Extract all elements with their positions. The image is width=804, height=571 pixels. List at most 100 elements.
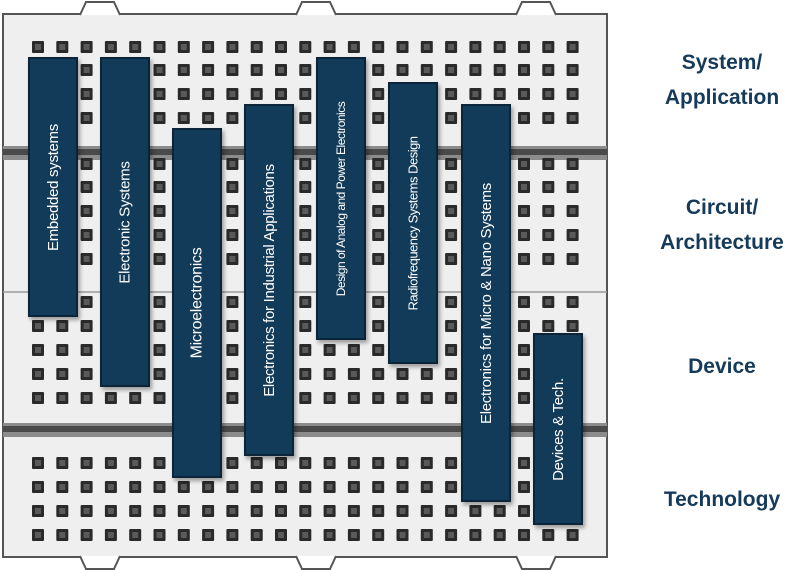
board-hole-center (375, 371, 382, 377)
board-hole-center (229, 371, 236, 377)
module-micro-nano: Electronics for Micro & Nano Systems (461, 104, 511, 502)
board-hole-center (205, 508, 212, 514)
board-hole-center (569, 232, 576, 238)
board-hole-center (399, 532, 406, 538)
board-hole-center (156, 508, 163, 514)
board-hole-center (35, 44, 41, 50)
board-hole-center (399, 460, 406, 466)
board-hole-center (423, 484, 430, 490)
board-hole-center (83, 508, 90, 514)
board-hole-center (156, 161, 163, 167)
board-hole-center (180, 532, 187, 538)
board-hole-center (83, 91, 90, 97)
board-hole-center (253, 460, 260, 466)
board-hole-center (229, 91, 236, 97)
board-hole-center (375, 484, 382, 490)
level-device: Device (640, 349, 804, 384)
board-hole-center (496, 91, 503, 97)
board-hole-center (326, 484, 333, 490)
board-hole-center (278, 91, 284, 97)
board-hole-center (156, 67, 163, 73)
module-label: Devices & Tech. (549, 377, 567, 481)
board-hole-center (278, 460, 284, 466)
module-label: Electronic Systems (116, 160, 134, 284)
board-hole-center (399, 484, 406, 490)
module-devices-tech: Devices & Tech. (533, 333, 583, 525)
board-hole-center (278, 508, 284, 514)
board-hole-center (399, 395, 406, 401)
board-hole-center (521, 44, 527, 50)
board-hole-center (35, 347, 41, 353)
board-hole-center (423, 508, 430, 514)
board-hole-center (35, 371, 41, 377)
board-hole-center (229, 395, 236, 401)
board-hole-center (375, 91, 382, 97)
board-hole-center (423, 532, 430, 538)
board-hole-center (569, 299, 576, 305)
board-hole-center (132, 508, 139, 514)
board-hole-center (205, 484, 212, 490)
board-hole-center (107, 395, 114, 401)
board-hole-center (496, 67, 503, 73)
board-hole-center (302, 395, 309, 401)
board-hole-center (399, 67, 406, 73)
board-hole-center (448, 67, 455, 73)
board-hole-center (302, 208, 309, 214)
board-hole-center (350, 532, 357, 538)
board-hole-center (521, 323, 527, 329)
board-hole-center (448, 371, 455, 377)
board-hole-center (302, 371, 309, 377)
board-notch-bottom (79, 555, 121, 570)
board-hole-center (59, 371, 66, 377)
board-hole-center (448, 208, 455, 214)
board-hole-center (156, 460, 163, 466)
board-hole-center (59, 460, 66, 466)
board-hole-center (229, 67, 236, 73)
board-hole-center (545, 299, 552, 305)
module-label: Design of Analog and Power Electronics (334, 101, 348, 296)
board-hole-center (278, 67, 284, 73)
board-hole-center (350, 508, 357, 514)
board-hole-center (83, 232, 90, 238)
board-notch-top (295, 0, 337, 16)
board-hole-center (156, 532, 163, 538)
board-hole-center (302, 532, 309, 538)
board-hole-center (83, 115, 90, 121)
board-hole-center (253, 484, 260, 490)
board-hole-center (302, 347, 309, 353)
board-hole-center (545, 44, 552, 50)
board-hole-center (350, 460, 357, 466)
board-hole-center (83, 347, 90, 353)
board-hole-center (253, 91, 260, 97)
board-hole-center (569, 184, 576, 190)
board-hole-center (375, 395, 382, 401)
board-hole-center (569, 115, 576, 121)
board-hole-center (423, 395, 430, 401)
board-hole-center (229, 323, 236, 329)
board-hole-center (326, 508, 333, 514)
board-hole-center (521, 115, 527, 121)
board-hole-center (253, 44, 260, 50)
board-hole-center (59, 323, 66, 329)
board-hole-center (326, 460, 333, 466)
board-hole-center (229, 532, 236, 538)
board-hole-center (35, 532, 41, 538)
board-hole-center (448, 256, 455, 262)
board-hole-center (205, 67, 212, 73)
board-hole-center (59, 484, 66, 490)
module-label: Electronics for Industrial Applications (260, 163, 278, 397)
board-hole-center (229, 115, 236, 121)
board-hole-center (423, 44, 430, 50)
module-electronics-industrial: Electronics for Industrial Applications (244, 104, 294, 456)
board-hole-center (59, 395, 66, 401)
board-hole-center (229, 508, 236, 514)
board-hole-center (472, 67, 479, 73)
board-hole-center (521, 299, 527, 305)
board-hole-center (375, 184, 382, 190)
board-hole-center (375, 299, 382, 305)
board-hole-center (302, 232, 309, 238)
board-hole-center (399, 371, 406, 377)
board-hole-center (132, 532, 139, 538)
board-hole-center (107, 44, 114, 50)
level-line: Device (688, 355, 756, 378)
